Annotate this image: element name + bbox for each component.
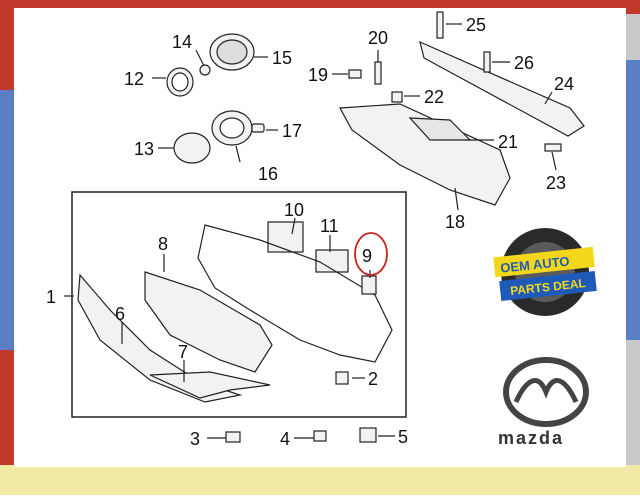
oem-badge: OEM AUTO PARTS DEAL (493, 228, 597, 316)
assembly-box (71, 191, 407, 418)
callout-14: 14 (172, 32, 192, 52)
part-24-strip (419, 40, 585, 137)
highlight-circle (354, 232, 388, 276)
mazda-logo: mazda (498, 357, 589, 448)
callout-17: 17 (282, 121, 302, 141)
callout-12: 12 (124, 69, 144, 89)
callout-4: 4 (280, 429, 290, 449)
part-grille-frame (197, 224, 393, 363)
leader-lines (64, 23, 557, 439)
part-8-grille (144, 271, 273, 373)
mazda-wordmark: mazda (498, 428, 564, 448)
part-17-clip (251, 123, 265, 133)
part-20-bolt (374, 61, 382, 85)
callout-3: 3 (190, 429, 200, 449)
badge-line1: OEM AUTO (500, 253, 571, 275)
callout-15: 15 (272, 48, 292, 68)
callout-19: 19 (308, 65, 328, 85)
callout-16: 16 (258, 164, 278, 184)
part-3-screw (225, 431, 241, 443)
callout-18: 18 (445, 212, 465, 232)
callout-26: 26 (514, 53, 534, 73)
callout-10: 10 (284, 200, 304, 220)
part-22-clip (391, 91, 403, 103)
bottom-yellow-band (0, 465, 640, 495)
callout-13: 13 (134, 139, 154, 159)
part-4-clip (313, 430, 327, 442)
part-19-bolt (348, 69, 362, 79)
callout-labels: 1 2 3 4 5 6 7 8 9 10 11 12 13 14 15 16 1… (46, 15, 574, 449)
part-14-nut (199, 64, 211, 76)
part-7-molding (149, 371, 271, 399)
part-5-clip (359, 427, 377, 443)
callout-8: 8 (158, 234, 168, 254)
callout-21: 21 (498, 132, 518, 152)
callout-20: 20 (368, 28, 388, 48)
left-blue-band (0, 90, 16, 350)
part-10-bracket (267, 221, 304, 253)
right-blue-band (624, 60, 640, 340)
part-2-clip (335, 371, 349, 385)
part-23-clip (544, 143, 562, 152)
callout-7: 7 (178, 342, 188, 362)
callout-11: 11 (320, 216, 339, 236)
callout-9: 9 (362, 246, 372, 266)
part-25-bolt (436, 11, 444, 39)
part-26-bolt (483, 51, 491, 73)
callout-24: 24 (554, 74, 574, 94)
callout-1: 1 (46, 287, 56, 307)
callout-25: 25 (466, 15, 486, 35)
callout-6: 6 (115, 304, 125, 324)
callout-2: 2 (368, 369, 378, 389)
callout-22: 22 (424, 87, 444, 107)
part-13-cover (173, 132, 211, 164)
callout-23: 23 (546, 173, 566, 193)
callout-5: 5 (398, 427, 408, 447)
part-9-retainer (361, 275, 377, 295)
